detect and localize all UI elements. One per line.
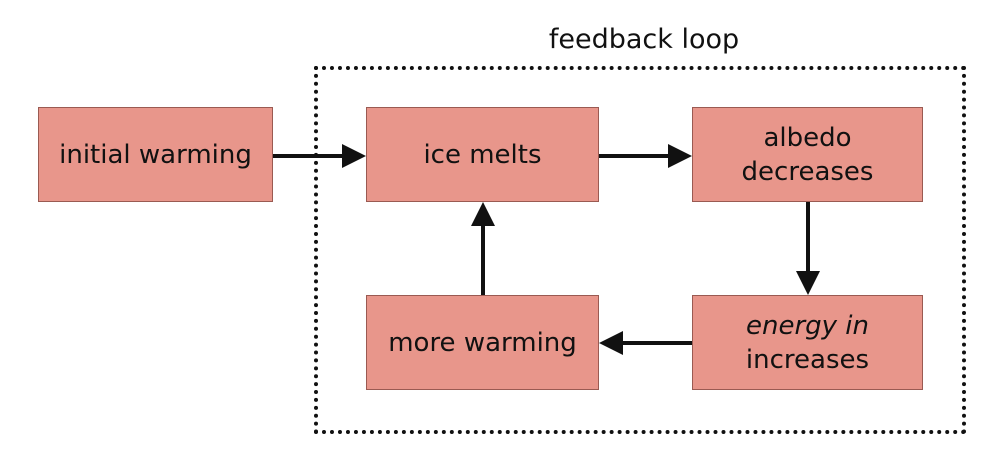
- node-albedo-line1: albedo: [763, 122, 852, 153]
- node-albedo-line2: decreases: [741, 156, 874, 187]
- node-initial-warming: initial warming: [38, 107, 273, 202]
- node-energy-in-increases: energy in increases: [692, 295, 923, 390]
- node-more-warming: more warming: [366, 295, 599, 390]
- feedback-loop-title: feedback loop: [548, 24, 740, 55]
- feedback-loop-frame: [314, 66, 966, 434]
- node-initial-warming-label: initial warming: [59, 139, 252, 170]
- node-ice-melts-label: ice melts: [423, 139, 542, 170]
- node-more-warming-label: more warming: [388, 327, 577, 358]
- node-albedo-decreases: albedo decreases: [692, 107, 923, 202]
- node-ice-melts: ice melts: [366, 107, 599, 202]
- node-energy-line1: energy in: [745, 310, 870, 341]
- node-energy-line2: increases: [745, 344, 870, 375]
